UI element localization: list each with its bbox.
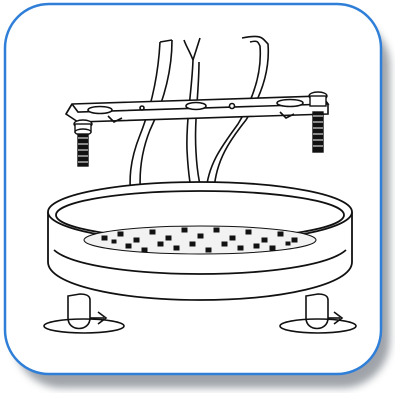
led-array: [84, 226, 316, 254]
